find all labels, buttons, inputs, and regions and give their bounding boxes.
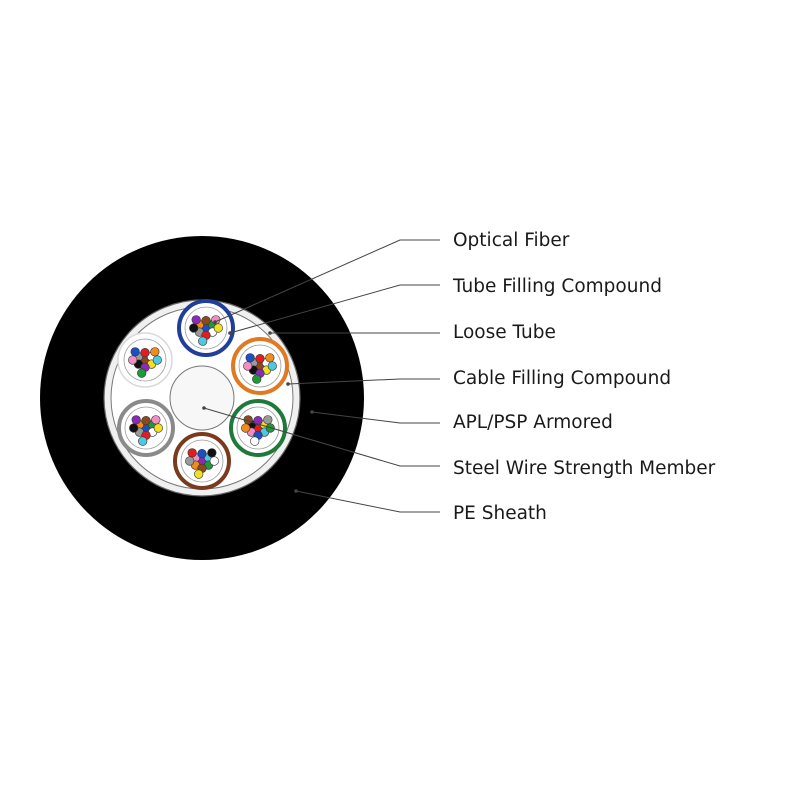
- loose-tube-white: [117, 332, 173, 388]
- optical-fiber: [241, 423, 251, 433]
- optical-fiber: [131, 415, 141, 425]
- optical-fiber: [151, 415, 161, 425]
- optical-fiber: [187, 448, 197, 458]
- optical-fiber: [209, 456, 219, 466]
- optical-fiber: [128, 355, 138, 365]
- optical-fiber: [137, 368, 147, 378]
- optical-fiber: [189, 323, 199, 333]
- optical-fiber: [140, 348, 150, 358]
- loose-tube-blue: [177, 299, 235, 357]
- optical-fiber: [250, 436, 260, 446]
- loose-tube-brown: [173, 432, 231, 490]
- optical-fiber: [263, 415, 273, 425]
- optical-fiber: [243, 361, 253, 371]
- leader-cable-filling-compound: [287, 378, 440, 385]
- optical-fiber: [141, 416, 151, 426]
- label-optical-fiber: Optical Fiber: [453, 230, 570, 251]
- optical-fiber: [267, 361, 277, 371]
- optical-fiber: [129, 423, 139, 433]
- label-tube-filling-compound: Tube Filling Compound: [452, 276, 662, 297]
- optical-fiber: [150, 347, 160, 357]
- leader-pe-sheath: [295, 490, 440, 513]
- tube-filling-compound: [124, 406, 168, 450]
- leader-tube-filling-compound: [229, 284, 440, 334]
- optical-fiber: [153, 423, 163, 433]
- optical-fiber: [255, 354, 265, 364]
- tube-filling-compound: [238, 344, 282, 388]
- steel-wire-strength-member: [169, 365, 235, 431]
- optical-fiber: [198, 336, 208, 346]
- leader-steel-wire-strength-member: [203, 407, 440, 467]
- optical-fiber: [191, 315, 201, 325]
- loose-tubes-group: [117, 299, 289, 490]
- optical-fiber: [138, 436, 148, 446]
- optical-fiber: [253, 416, 263, 426]
- optical-fiber: [252, 374, 262, 384]
- optical-fiber: [185, 456, 195, 466]
- optical-fiber: [213, 323, 223, 333]
- tube-filling-compound: [180, 439, 224, 483]
- leader-optical-fiber: [214, 239, 440, 323]
- label-steel-wire-strength-member: Steel Wire Strength Member: [453, 458, 716, 479]
- label-cable-filling-compound: Cable Filling Compound: [453, 368, 671, 389]
- loose-tube-orange: [231, 337, 289, 395]
- optical-fiber: [194, 469, 204, 479]
- tube-filling-compound: [236, 406, 280, 450]
- optical-fiber: [207, 448, 217, 458]
- optical-fiber: [265, 353, 275, 363]
- tube-filling-compound: [184, 306, 228, 350]
- tube-filling-compound: [123, 338, 167, 382]
- label-apl-psp-armored: APL/PSP Armored: [453, 412, 613, 433]
- loose-tube-green: [229, 399, 287, 457]
- label-pe-sheath: PE Sheath: [453, 503, 547, 524]
- optical-fiber: [201, 316, 211, 326]
- optical-fiber: [130, 347, 140, 357]
- label-loose-tube: Loose Tube: [453, 322, 556, 343]
- optical-fiber: [197, 449, 207, 459]
- optical-fiber: [245, 353, 255, 363]
- leader-apl-psp-armored: [311, 411, 440, 424]
- loose-tube-gray: [117, 399, 175, 457]
- optical-fiber: [152, 355, 162, 365]
